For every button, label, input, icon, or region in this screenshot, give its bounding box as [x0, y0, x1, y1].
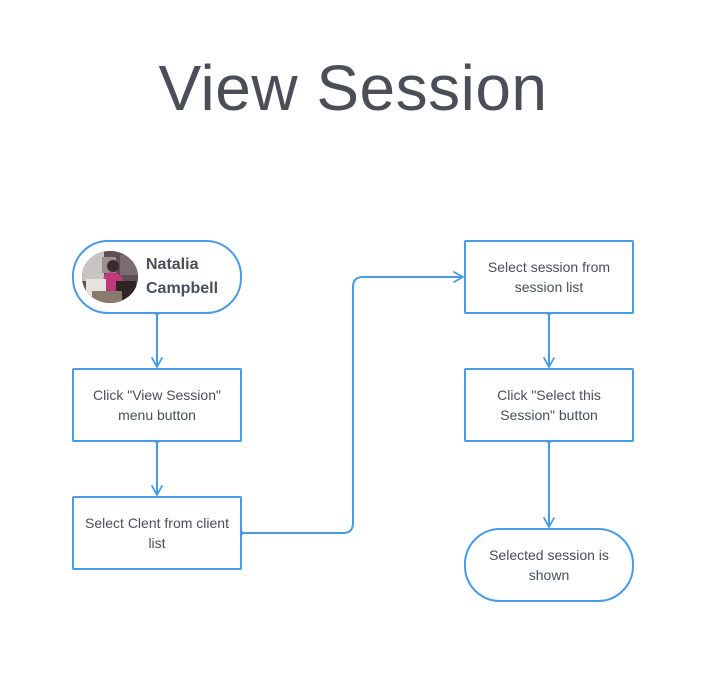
step-select-session[interactable]: Select session from session list [464, 240, 634, 314]
step-label: Select session from session list [487, 259, 611, 295]
page-title: View Session [158, 52, 548, 124]
step-session-shown[interactable]: Selected session is shown [464, 528, 634, 602]
edge-actor-to-step-1 [151, 310, 163, 368]
edge-step-2-to-step-3 [238, 271, 464, 536]
step-label: Selected session is shown [489, 547, 609, 583]
actor-name: Natalia Campbell [146, 256, 219, 297]
step-label: Click "View Session" menu button [93, 387, 221, 423]
step-click-view-session[interactable]: Click "View Session" menu button [72, 368, 242, 442]
step-label: Select Clent from client list [85, 515, 229, 551]
step-click-select-this-session[interactable]: Click "Select this Session" button [464, 368, 634, 442]
edge-step-1-to-step-2 [151, 438, 163, 496]
actor-node[interactable]: Natalia Campbell [72, 240, 242, 314]
user-photo-avatar-icon [82, 251, 138, 303]
edge-step-4-to-step-5 [543, 438, 555, 528]
step-select-client[interactable]: Select Clent from client list [72, 496, 242, 570]
edge-step-3-to-step-4 [543, 310, 555, 368]
step-label: Click "Select this Session" button [497, 387, 601, 423]
